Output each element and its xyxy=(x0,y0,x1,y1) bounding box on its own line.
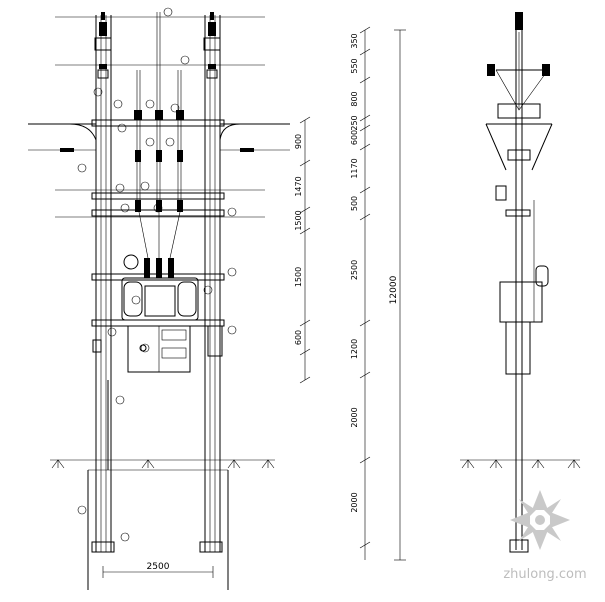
outer-dim-label: 350 xyxy=(350,33,359,48)
callout-bubble xyxy=(165,137,175,147)
callout-bubble xyxy=(113,99,123,109)
outer-dim-tick xyxy=(359,48,371,56)
outer-dim-tick xyxy=(359,114,371,122)
right-pole xyxy=(199,15,223,553)
outer-dim-tick xyxy=(359,26,371,34)
outer-dim-label: 1200 xyxy=(350,339,359,359)
inner-dim-label: 1500 xyxy=(294,267,303,287)
outer-dim-tick xyxy=(359,186,371,194)
pole-fittings xyxy=(92,325,223,470)
inner-dim-tick xyxy=(299,227,311,235)
outer-dim-tick xyxy=(359,124,371,132)
transformer xyxy=(121,254,199,321)
front-view: 2500 xyxy=(28,7,290,590)
callout-bubble xyxy=(77,505,87,515)
callout-bubble xyxy=(115,395,125,405)
inner-dim-label: 1470 xyxy=(294,176,303,196)
callout-bubble xyxy=(131,295,141,305)
callout-bubble xyxy=(180,55,190,65)
top-insulators xyxy=(99,12,216,69)
outer-dim-tick xyxy=(359,76,371,84)
outer-dim-tick xyxy=(359,541,371,549)
dim-total-label: 12000 xyxy=(389,275,399,304)
ground-line xyxy=(50,459,275,469)
inner-dim-tick xyxy=(299,319,311,327)
watermark-logo-icon xyxy=(510,490,570,550)
inner-dim-label: 600 xyxy=(294,330,303,345)
outer-dim-label: 500 xyxy=(350,196,359,211)
callout-bubble xyxy=(120,532,130,542)
incoming-wires xyxy=(28,123,290,152)
side-view xyxy=(460,12,581,553)
watermark-text: zhulong.com xyxy=(503,567,586,582)
inner-dim-tick xyxy=(299,116,311,124)
outer-dim-label: 250 xyxy=(350,115,359,130)
callout-bubble xyxy=(107,327,117,337)
callout-bubble xyxy=(227,325,237,335)
callout-bubble xyxy=(77,163,87,173)
outer-dim-tick xyxy=(359,456,371,464)
callout-bubble xyxy=(120,203,130,213)
inner-dim-tick xyxy=(299,376,311,384)
callout-bubble xyxy=(93,87,103,97)
outer-dim-tick xyxy=(359,213,371,221)
outer-dim-label: 2500 xyxy=(350,260,359,280)
callout-bubble xyxy=(117,123,127,133)
watermark: zhulong.com xyxy=(503,490,587,582)
inner-dim-label: 900 xyxy=(294,134,303,149)
distribution-box xyxy=(127,325,191,373)
outer-dim-tick xyxy=(359,371,371,379)
callout-bubble xyxy=(145,99,155,109)
down-leads xyxy=(134,12,184,259)
callout-bubble xyxy=(203,285,213,295)
callout-bubble xyxy=(153,203,163,213)
callout-bubble xyxy=(170,103,180,113)
callout-bubble xyxy=(227,207,237,217)
span-dimension: 2500 xyxy=(102,562,214,578)
inner-dim-ticks: 900 1470 1500 1500 600 xyxy=(294,116,311,384)
foundation xyxy=(87,469,229,590)
callout-bubble xyxy=(115,183,125,193)
callouts xyxy=(77,7,237,542)
outer-dim-label: 1170 xyxy=(350,158,359,178)
inner-dim-tick xyxy=(299,206,311,214)
inner-dim-label: 1500 xyxy=(294,210,303,230)
outer-dim-label: 550 xyxy=(350,58,359,73)
outer-dim-label: 2000 xyxy=(350,407,359,427)
callout-bubble xyxy=(145,137,155,147)
inner-dim-tick xyxy=(299,159,311,167)
outer-dim-label: 600 xyxy=(350,130,359,145)
left-pole xyxy=(91,15,115,553)
outer-dim-tick xyxy=(359,143,371,151)
inner-dim-tick xyxy=(299,348,311,356)
callout-bubble xyxy=(227,267,237,277)
outer-dim-label: 2000 xyxy=(350,492,359,512)
outer-dim-label: 800 xyxy=(350,91,359,106)
outer-dim-tick xyxy=(359,319,371,327)
callout-bubble xyxy=(140,181,150,191)
callout-bubble xyxy=(163,7,173,17)
callout-bubble xyxy=(140,343,150,353)
span-label: 2500 xyxy=(147,562,170,572)
